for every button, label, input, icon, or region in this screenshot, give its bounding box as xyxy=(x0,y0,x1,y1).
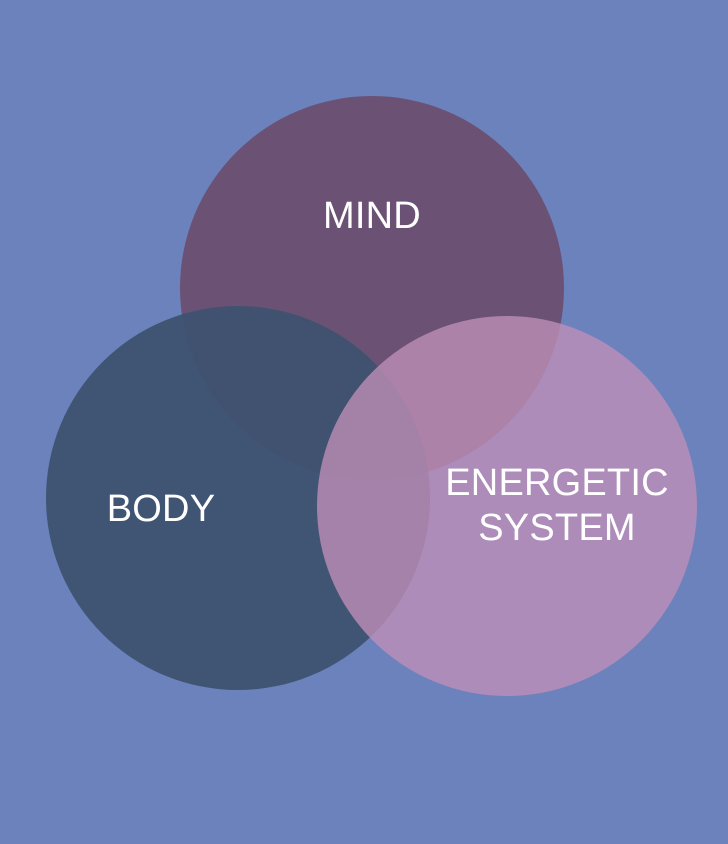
circle-energetic-system[interactable] xyxy=(317,316,697,696)
circle-body[interactable] xyxy=(46,306,430,690)
